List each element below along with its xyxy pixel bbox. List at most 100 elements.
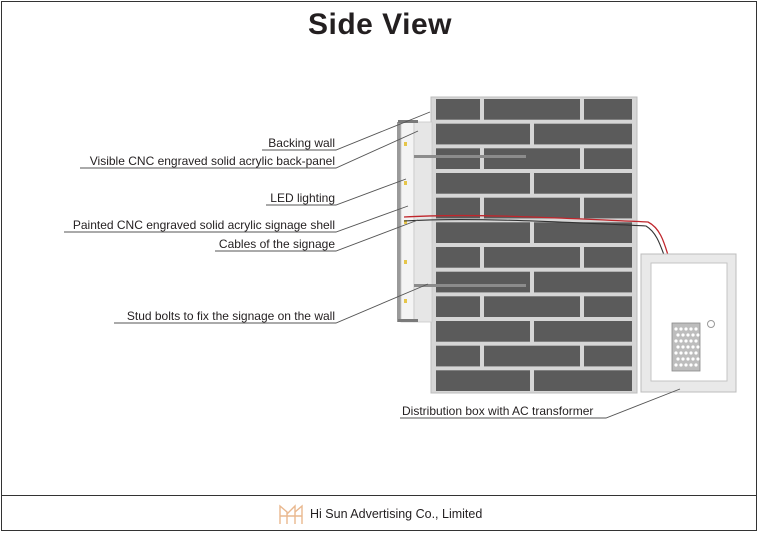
brick xyxy=(484,345,580,367)
led-module xyxy=(404,260,407,264)
label-led-lighting: LED lighting xyxy=(270,191,335,205)
brick xyxy=(534,321,632,342)
vent-hole xyxy=(689,327,693,331)
cable-black xyxy=(403,218,665,256)
vent-hole xyxy=(696,333,700,337)
vent-hole xyxy=(694,351,698,355)
signage-cables xyxy=(403,214,669,256)
acrylic-back-panel xyxy=(413,121,433,323)
label-cables: Cables of the signage xyxy=(218,237,335,251)
shell-bottom-cap xyxy=(398,319,418,322)
vent-hole xyxy=(686,345,690,349)
brick xyxy=(436,296,480,317)
brick xyxy=(584,296,632,317)
stud-bolt-upper xyxy=(414,155,526,158)
brick xyxy=(534,123,632,145)
vent-hole xyxy=(674,351,678,355)
company-name: Hi Sun Advertising Co., Limited xyxy=(310,507,483,521)
page-title: Side View xyxy=(307,8,452,41)
brick xyxy=(534,271,632,293)
brick xyxy=(436,247,480,268)
vent-hole xyxy=(686,357,690,361)
vent-hole xyxy=(681,345,685,349)
brick xyxy=(584,197,632,219)
led-module xyxy=(404,299,407,303)
signage-shell-edge xyxy=(397,122,401,322)
vent-hole xyxy=(694,339,698,343)
vent-hole xyxy=(684,351,688,355)
brick xyxy=(484,148,580,169)
led-module xyxy=(404,181,407,185)
brick xyxy=(484,247,580,268)
wall-mortar xyxy=(430,96,638,394)
distribution-box xyxy=(640,253,737,393)
vent-hole xyxy=(676,345,680,349)
vent-hole xyxy=(694,327,698,331)
brick xyxy=(436,271,530,293)
transformer-vent-grid xyxy=(674,327,700,367)
vent-hole xyxy=(694,363,698,367)
vent-hole xyxy=(691,345,695,349)
brick xyxy=(436,123,530,145)
vent-hole xyxy=(689,351,693,355)
vent-hole xyxy=(684,327,688,331)
brick xyxy=(534,370,632,391)
vent-hole xyxy=(691,357,695,361)
brick xyxy=(484,99,580,120)
label-distribution-box: Distribution box with AC transformer xyxy=(402,404,594,418)
vent-hole xyxy=(679,327,683,331)
brick xyxy=(436,197,480,219)
label-back-panel: Visible CNC engraved solid acrylic back-… xyxy=(89,154,335,168)
signage-assembly xyxy=(397,120,526,323)
brick xyxy=(484,296,580,317)
vent-hole xyxy=(674,327,678,331)
brick xyxy=(584,345,632,367)
brick xyxy=(436,321,530,342)
brick xyxy=(484,197,580,219)
vent-hole xyxy=(676,357,680,361)
brick xyxy=(436,345,480,367)
vent-hole xyxy=(679,351,683,355)
vent-hole xyxy=(681,357,685,361)
vent-hole xyxy=(681,333,685,337)
vent-hole xyxy=(684,363,688,367)
brick xyxy=(436,99,480,120)
vent-hole xyxy=(679,363,683,367)
vent-hole xyxy=(689,363,693,367)
led-module xyxy=(404,220,407,224)
vent-hole xyxy=(674,363,678,367)
brick xyxy=(584,247,632,268)
label-signage-shell: Painted CNC engraved solid acrylic signa… xyxy=(72,218,335,232)
brick xyxy=(584,148,632,169)
vent-hole xyxy=(689,339,693,343)
cable-red xyxy=(403,214,669,256)
led-module xyxy=(404,142,407,146)
footer-divider xyxy=(1,495,757,496)
led-lighting xyxy=(404,142,407,303)
label-backing-wall: Backing wall xyxy=(268,136,335,150)
door-lock-icon xyxy=(707,320,715,328)
leader-lines xyxy=(64,111,681,419)
vent-hole xyxy=(696,345,700,349)
vent-hole xyxy=(676,333,680,337)
vent-hole xyxy=(691,333,695,337)
brick xyxy=(584,99,632,120)
vent-hole xyxy=(686,333,690,337)
vent-hole xyxy=(674,339,678,343)
brick xyxy=(436,370,530,391)
brick xyxy=(436,173,530,194)
brick xyxy=(534,222,632,243)
brick xyxy=(436,148,480,169)
label-stud-bolts: Stud bolts to fix the signage on the wal… xyxy=(126,309,335,323)
vent-hole xyxy=(679,339,683,343)
brick xyxy=(534,173,632,194)
stud-bolt-lower xyxy=(414,284,526,287)
company-logo-icon xyxy=(279,504,303,524)
vent-hole xyxy=(696,357,700,361)
backing-wall xyxy=(430,96,638,394)
shell-top-cap xyxy=(398,120,418,123)
brick xyxy=(436,222,530,243)
vent-hole xyxy=(684,339,688,343)
